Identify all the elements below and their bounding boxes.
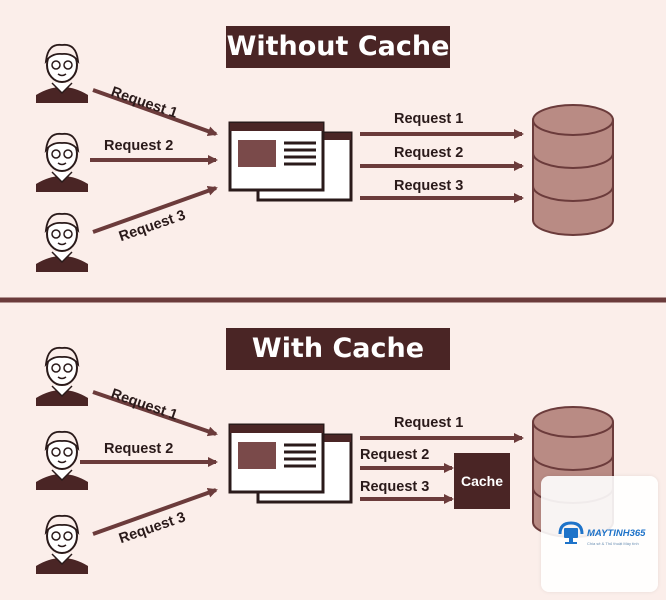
user-avatar-icon — [35, 43, 89, 104]
cache-request-label: Request 2 — [360, 447, 430, 463]
arrow-icon — [92, 390, 218, 437]
client-request-label: Request 2 — [104, 441, 174, 457]
arrow-icon — [92, 88, 218, 137]
database-icon — [532, 104, 614, 236]
server-request-label: Request 1 — [394, 111, 464, 127]
user-avatar-icon — [35, 514, 89, 575]
client-request-label: Request 2 — [104, 138, 174, 154]
user-avatar-icon — [35, 132, 89, 193]
browser-window-icon — [228, 423, 353, 504]
server-request-label: Request 3 — [394, 178, 464, 194]
arrow-icon — [92, 185, 218, 234]
cache-box: Cache — [454, 453, 510, 509]
monitor-logo-icon — [558, 521, 584, 544]
browser-window-icon — [228, 121, 353, 202]
cache-request-label: Request 3 — [360, 479, 430, 495]
arrow-icon — [92, 487, 218, 536]
user-avatar-icon — [35, 212, 89, 273]
title-with-cache: With Cache — [226, 328, 450, 370]
user-avatar-icon — [35, 346, 89, 407]
db-request-label: Request 1 — [394, 415, 464, 431]
server-request-label: Request 2 — [394, 145, 464, 161]
watermark-brand: MAYTINH365 — [587, 528, 646, 539]
title-without-cache: Without Cache — [226, 26, 450, 68]
watermark-tagline: Chia sẻ & Thủ thuật Máy tính — [587, 541, 639, 546]
